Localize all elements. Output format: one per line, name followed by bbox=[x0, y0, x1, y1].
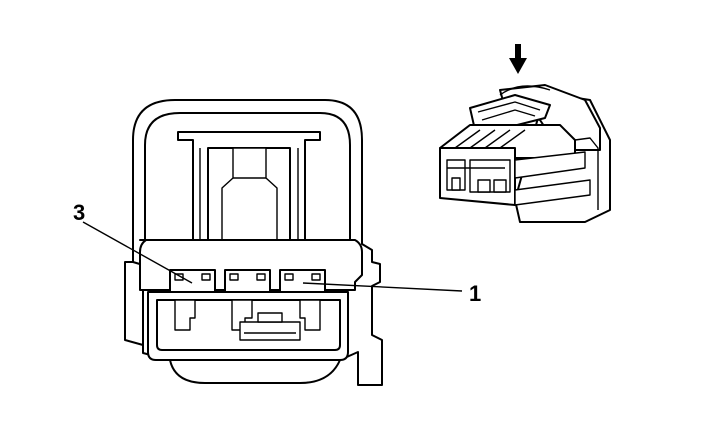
perspective-terminal-mid bbox=[477, 179, 491, 193]
cavity-1-detail bbox=[284, 273, 321, 281]
perspective-terminal-right bbox=[493, 179, 507, 193]
lever-ribs bbox=[477, 101, 541, 121]
connector-perspective-view bbox=[439, 44, 611, 223]
retainer-tab bbox=[257, 312, 283, 323]
leader-line-terminal-1 bbox=[302, 282, 463, 292]
side-ear-left bbox=[124, 261, 144, 346]
leader-line-terminal-3 bbox=[82, 221, 193, 284]
perspective-edge bbox=[574, 137, 599, 210]
perspective-terminal-left bbox=[451, 177, 461, 191]
perspective-side-rail bbox=[514, 151, 586, 179]
cavity-3-detail bbox=[174, 273, 211, 281]
lever-arc bbox=[499, 85, 551, 96]
down-arrow-icon bbox=[509, 44, 527, 74]
callout-terminal-3: 3 bbox=[73, 200, 86, 225]
terminal-slot-3 bbox=[174, 299, 196, 331]
connector-front-view bbox=[124, 99, 383, 386]
terminal-slot-1 bbox=[299, 299, 321, 331]
callout-terminal-1: 1 bbox=[469, 281, 482, 306]
perspective-lower-rail bbox=[514, 179, 591, 206]
top-face-ribs bbox=[454, 129, 526, 149]
terminal-holder-inner bbox=[156, 299, 341, 351]
housing-inner-outline bbox=[144, 112, 351, 241]
cavity-2-detail bbox=[229, 273, 266, 281]
terminal-cavities bbox=[169, 269, 326, 293]
terminal-slot-2 bbox=[231, 299, 253, 331]
retainer bbox=[239, 321, 301, 341]
